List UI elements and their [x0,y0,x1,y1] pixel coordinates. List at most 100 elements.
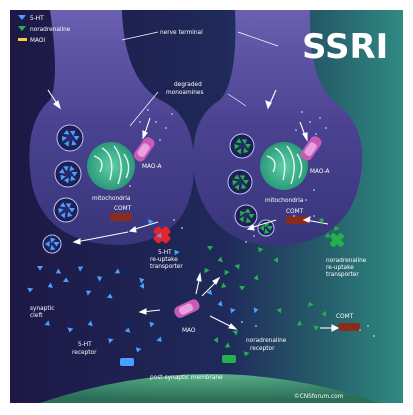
left-vesicles [42,124,84,254]
nerve-terminal-label: nerve terminal [160,30,203,36]
vesicle [42,234,62,254]
molecule-icon [60,174,66,181]
noradrenaline-receptor-icon [222,355,236,363]
degraded-monoamine-dot [359,329,361,331]
sht-transporter-label-3: transporter [150,264,183,270]
molecule-icon [267,226,273,231]
degraded-monoamine-dot [121,169,123,171]
molecule-icon [233,174,240,180]
molecule-icon [45,241,50,248]
sht-receptor-icon [120,358,134,366]
molecule-icon [243,147,249,153]
molecule-icon [86,290,92,296]
molecule-icon [64,140,69,147]
molecule-icon [77,266,84,272]
molecule-icon [55,268,62,274]
molecule-icon [59,202,66,208]
degraded-monoamine-dot [155,121,157,123]
degraded-monoamine-dot [129,185,131,187]
molecule-icon [206,289,213,295]
molecule-icon [308,301,314,308]
molecule-icon [174,249,180,256]
molecule-icon [235,138,242,144]
degraded-monoamine-dot [165,127,167,129]
molecule-icon [243,351,250,357]
molecule-icon [108,338,114,344]
molecule-icon [264,228,270,234]
cleft-comt-enzyme [338,323,360,331]
right-vesicles [227,133,275,237]
sht-transporter-label-2: re-uptake [150,257,178,263]
sht-receptor-label-1: 5-HT [78,342,92,348]
molecule-icon [62,277,69,283]
molecule-icon [217,300,223,307]
molecule-icon [47,282,54,288]
molecule-icon [106,293,113,299]
molecule-icon [213,336,219,343]
sht-transporter-label-1: 5-HT [158,250,172,256]
molecule-icon [58,208,64,214]
molecule-icon [232,180,238,186]
left-mao-a-enzyme [133,137,155,162]
molecule-icon [239,285,246,291]
molecule-icon [156,232,162,238]
na-receptor-label-1: noradrenaline [246,338,287,344]
degraded-monoamine-dot [147,109,149,111]
molecule-icon [241,139,248,145]
molecule-icon [239,210,246,217]
molecule-icon [61,136,68,142]
molecule-icon [27,287,34,293]
degraded-monoamine-dot [373,335,375,337]
left-comt-enzyme [110,213,132,221]
molecule-icon [58,168,65,174]
molecule-icon [50,244,56,251]
molecule-icon [60,212,66,219]
post-synaptic-membrane-label: post-synaptic membrane [150,375,223,381]
diagram-frame: 5-HT noradrenaline MAOI SSRI nerve termi… [10,10,403,403]
right-mitochondrion-cristae [266,145,303,185]
ssri-synapse-diagram: 5-HT noradrenaline MAOI SSRI nerve termi… [10,10,403,403]
molecule-icon [241,183,247,189]
molecule-icon [64,177,69,184]
degraded-monoamine-dot [319,117,321,119]
molecule-icon [224,342,231,348]
molecule-icon [73,136,80,141]
left-mitochondrion [87,142,135,190]
molecule-icon [245,144,251,149]
molecule-icon [50,237,56,243]
mitochondria-right-label: mitochondria [265,198,304,204]
molecule-icon [63,129,70,135]
molecule-icon [87,320,93,327]
sht-receptor-label-2: receptor [72,350,97,356]
molecule-icon [114,268,121,274]
degraded-monoamine-dot [159,139,161,141]
molecule-icon [139,277,145,284]
vesicle [53,197,79,223]
molecule-icon [236,148,242,155]
degraded-label-line1: degraded [174,82,202,88]
molecule-icon [296,320,303,326]
degraded-monoamine-dot [295,129,297,131]
molecule-icon [149,321,155,328]
molecule-icon [67,327,74,333]
molecule-icon [333,225,340,231]
mao-a-left-label: MAO-A [142,164,162,170]
molecule-icon [259,225,265,232]
molecule-icon [69,208,75,213]
na-receptor-label-2: receptor [250,346,275,352]
molecule-icon [232,330,238,336]
mao-a-right-label: MAO-A [310,169,330,175]
degraded-monoamine-dot [315,133,317,135]
degraded-monoamine-dot [313,215,315,217]
vesicle [234,204,258,228]
molecule-icon [69,165,75,172]
degraded-monoamine-dot [255,325,257,327]
legend-sht-icon [18,15,26,20]
molecule-icon [234,184,240,191]
molecule-icon [67,211,73,217]
synaptic-cleft-label-1: synaptic [30,306,54,312]
cleft-mao-enzyme [174,299,200,318]
mao-label: MAO [182,328,196,334]
legend-sht-label: 5-HT [30,16,44,22]
degraded-monoamine-dot [245,241,247,243]
